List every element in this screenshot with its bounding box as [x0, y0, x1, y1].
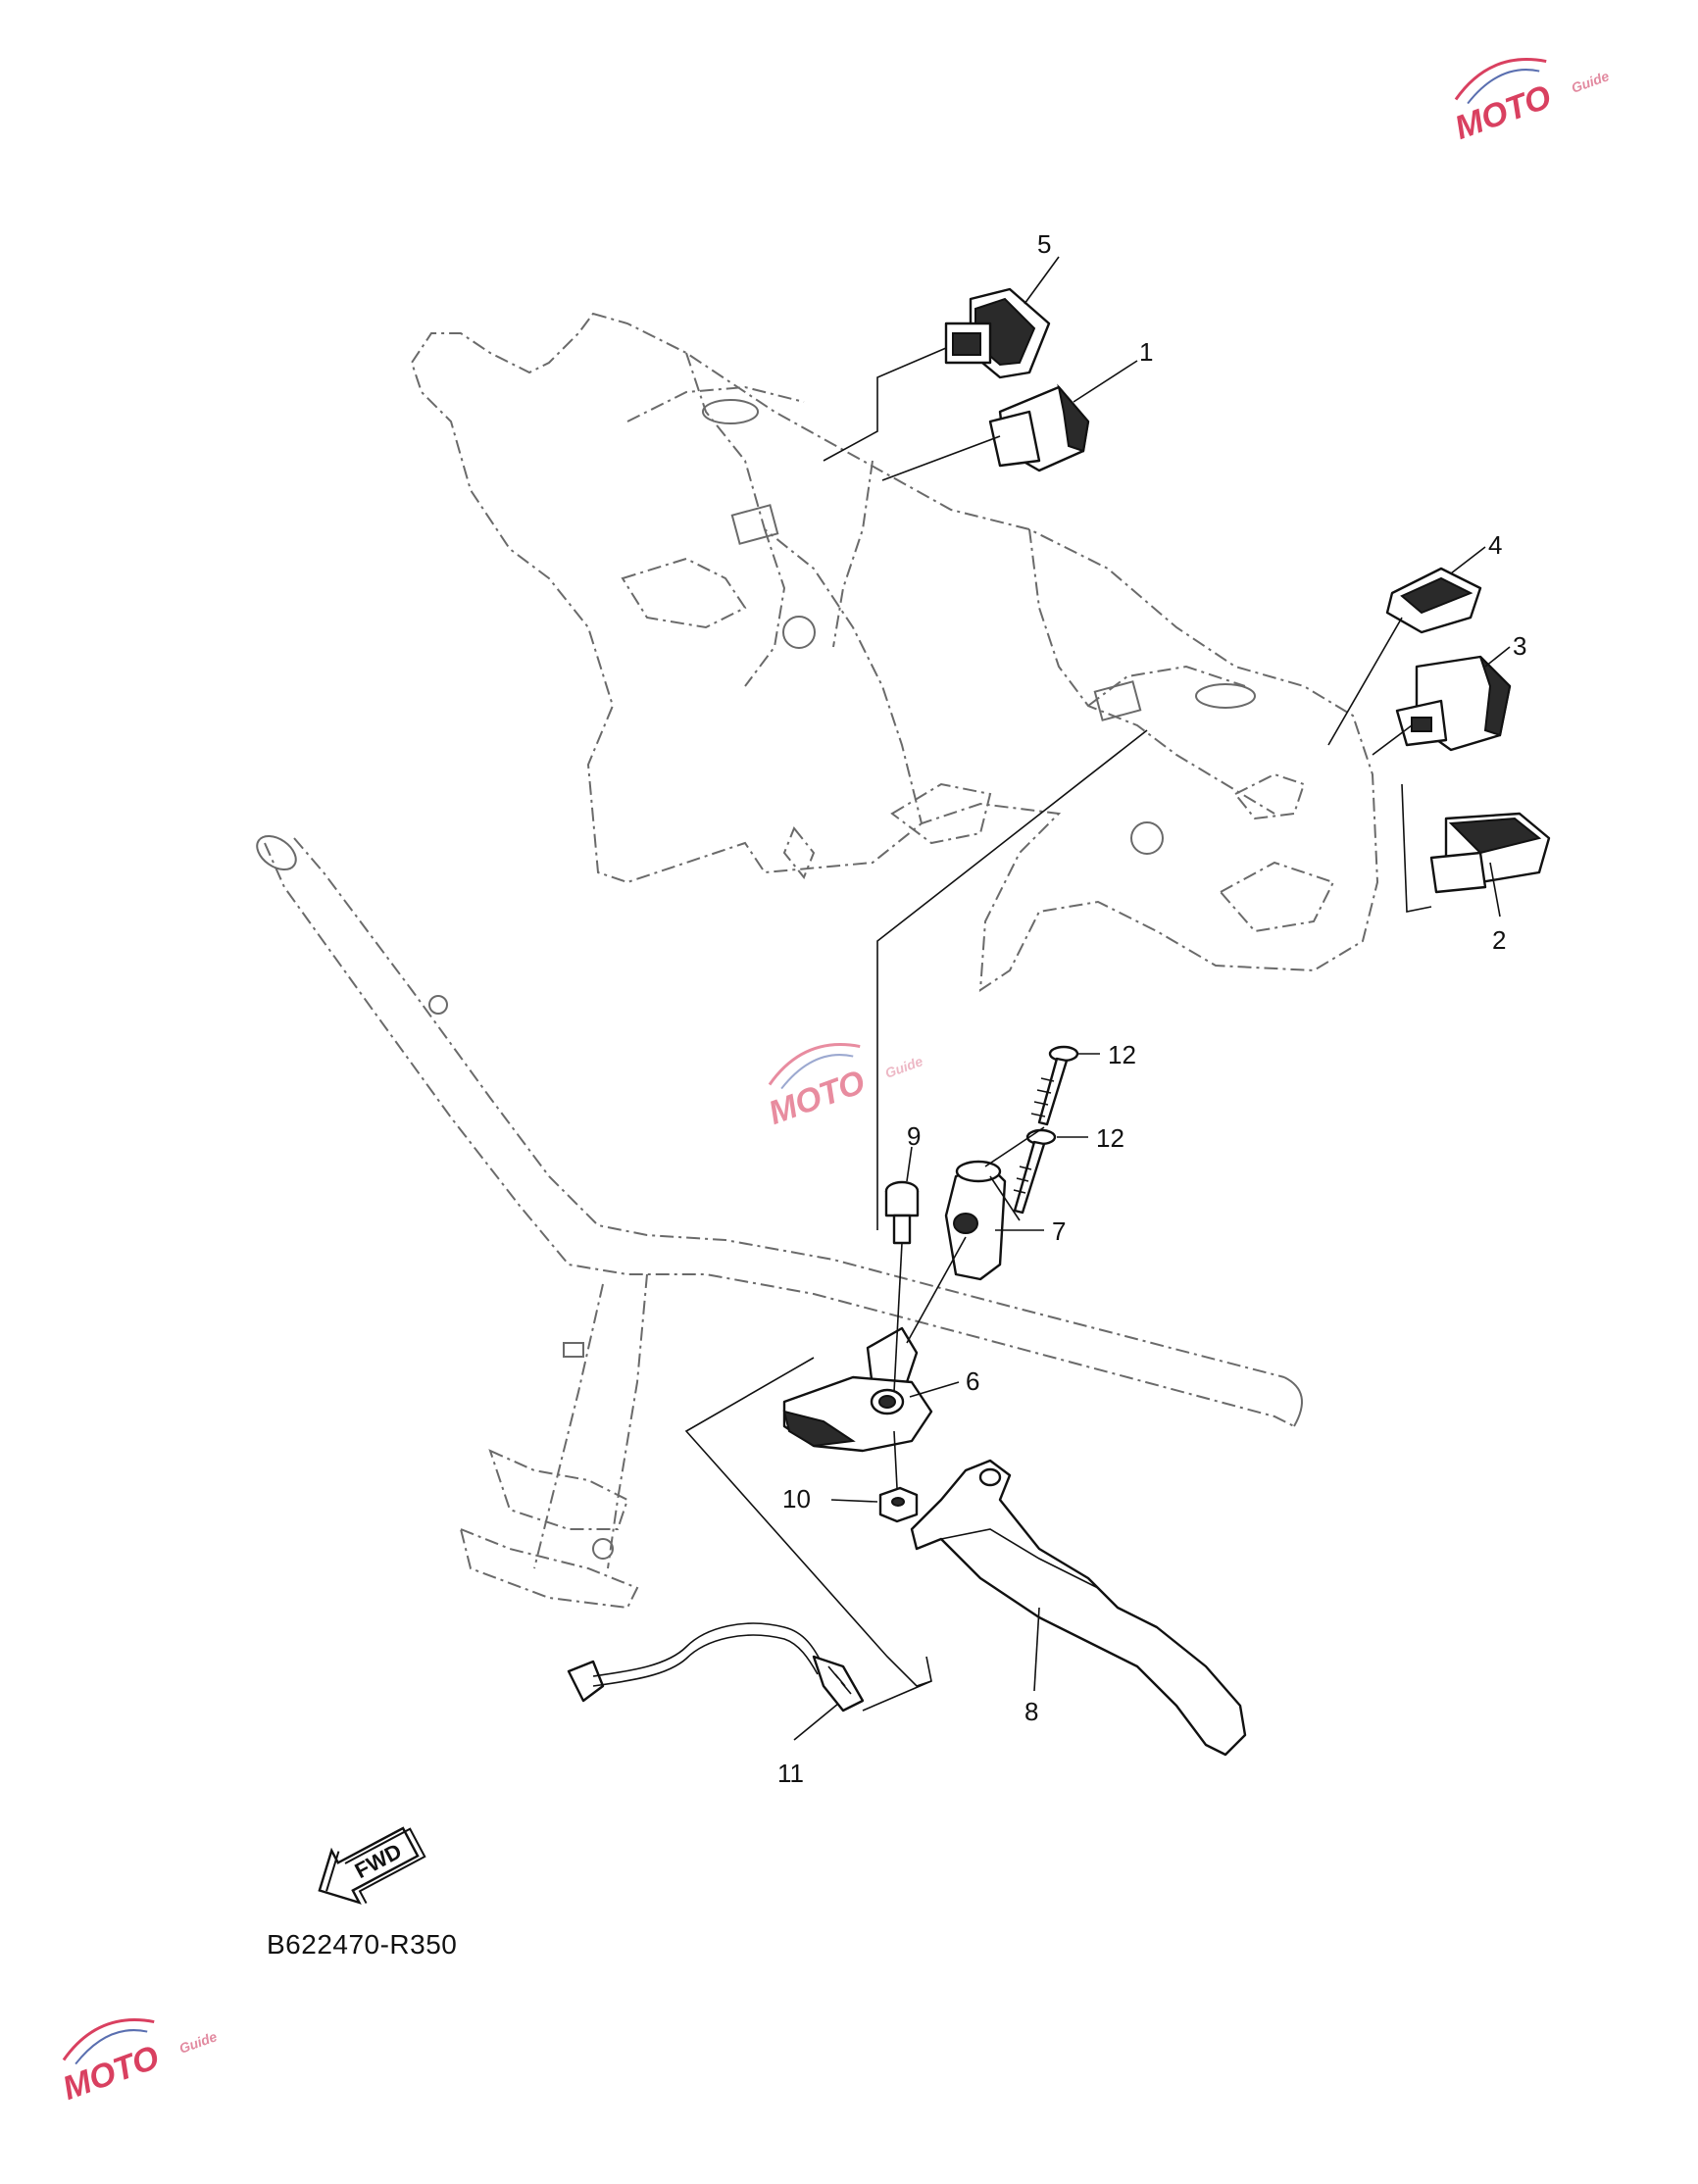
lever-holder-part-6 [782, 1326, 933, 1453]
switch-part-2 [1429, 812, 1551, 894]
handlebar-ghost [256, 834, 1303, 1610]
bolt-part-12-upper [1030, 1045, 1079, 1126]
assembly-boundary-lines [684, 347, 1432, 1712]
callout-1: 1 [1139, 337, 1153, 367]
watermark-top-right: MOTO Guide [1450, 58, 1612, 147]
watermark-center: MOTO Guide [764, 1043, 925, 1132]
switch-cable-part-11 [567, 1622, 865, 1712]
switch-part-5 [944, 287, 1051, 379]
svg-text:Guide: Guide [1570, 68, 1612, 96]
callout-12-upper: 12 [1108, 1040, 1136, 1069]
callout-9: 9 [907, 1121, 921, 1151]
callout-11: 11 [777, 1759, 804, 1788]
callout-7: 7 [1052, 1216, 1066, 1246]
watermark-bottom-left: MOTO Guide [58, 2018, 220, 2108]
callout-12-lower: 12 [1096, 1123, 1124, 1153]
handlebar-cover-ghost [410, 312, 1379, 992]
clutch-lever-part-8 [910, 1459, 1247, 1757]
bolt-part-12-lower [1013, 1128, 1057, 1215]
callout-10: 10 [782, 1484, 811, 1514]
callout-8: 8 [1024, 1697, 1038, 1726]
callout-labels: 5 1 4 3 2 12 12 9 7 6 10 8 11 [777, 229, 1526, 1788]
svg-text:Guide: Guide [177, 2028, 220, 2057]
switch-part-4 [1385, 567, 1482, 634]
callout-3: 3 [1513, 631, 1526, 661]
switch-part-3 [1395, 655, 1512, 752]
leader-lines [793, 256, 1511, 1741]
svg-text:Guide: Guide [883, 1053, 925, 1081]
callout-2: 2 [1492, 925, 1506, 955]
clamp-part-7 [944, 1160, 1007, 1281]
callout-5: 5 [1037, 229, 1051, 259]
pivot-bolt-part-9 [884, 1180, 920, 1245]
fwd-arrow-icon: FWD [318, 1826, 426, 1905]
switch-part-1 [988, 383, 1090, 472]
diagram-code: B622470-R350 [267, 1929, 458, 1960]
callout-4: 4 [1488, 530, 1502, 560]
nut-part-10 [878, 1486, 919, 1523]
callout-6: 6 [966, 1366, 979, 1396]
